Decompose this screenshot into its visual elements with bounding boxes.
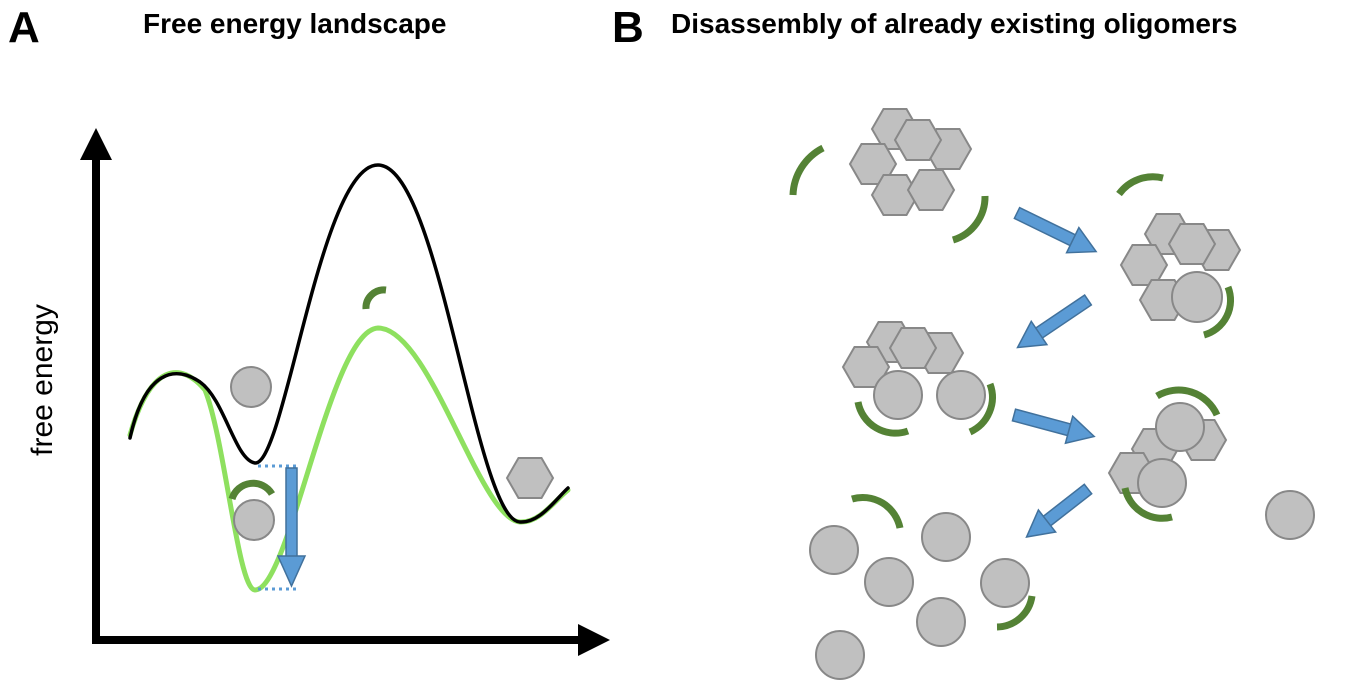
- monomer-circle: [864, 557, 914, 607]
- process-arrow: [1013, 206, 1098, 254]
- oligomer-hexagon: [506, 457, 554, 499]
- free-monomers: [809, 493, 1036, 680]
- monomer-circle: [233, 499, 275, 541]
- monomer-circle: [1265, 490, 1315, 540]
- chaperone-arc: [996, 595, 1036, 631]
- process-arrow: [1016, 293, 1093, 349]
- panel-a-letter: A: [8, 3, 40, 52]
- monomer-circle: [936, 370, 986, 420]
- panel-b-title: Disassembly of already existing oligomer…: [671, 8, 1237, 39]
- panel-b: B Disassembly of already existing oligom…: [612, 3, 1315, 680]
- panel-a-title: Free energy landscape: [143, 8, 446, 39]
- monomer-circle: [1171, 271, 1223, 323]
- chaperone-arc: [789, 144, 825, 196]
- oligomer-cluster-4: [1108, 386, 1227, 522]
- chaperone-arc: [854, 401, 910, 437]
- oligomer-cluster-1: [789, 108, 989, 244]
- monomer-circle: [809, 525, 859, 575]
- chaperone-arc: [1121, 487, 1173, 522]
- energy-drop-arrow: [276, 467, 307, 588]
- y-axis-label: free energy: [26, 304, 59, 456]
- monomer-circle: [230, 366, 272, 408]
- y-axis-arrowhead: [80, 128, 112, 160]
- monomer-circle: [1155, 402, 1205, 452]
- chaperone-arc: [851, 493, 904, 529]
- monomer-circle: [873, 370, 923, 420]
- monomer-circle: [921, 512, 971, 562]
- chaperone-arc: [968, 382, 996, 436]
- monomer-circle: [980, 558, 1030, 608]
- chaperone-arc: [951, 195, 989, 244]
- process-arrow: [1011, 408, 1096, 445]
- black-energy-curve: [128, 163, 570, 524]
- x-axis-arrowhead: [578, 624, 610, 656]
- panel-b-letter: B: [612, 3, 644, 52]
- axes: [80, 128, 610, 656]
- panel-a: A Free energy landscape free energy: [8, 3, 610, 656]
- oligomer-cluster-2: [1116, 173, 1241, 339]
- chaperone-arc: [1116, 173, 1164, 197]
- green-energy-curve: [127, 325, 571, 593]
- chaperone-arc: [228, 479, 276, 501]
- process-arrow: [1025, 483, 1093, 538]
- monomer-circle: [916, 597, 966, 647]
- chaperone-arc: [1155, 386, 1221, 417]
- chaperone-arc: [362, 286, 387, 310]
- oligomer-cluster-3: [842, 321, 996, 437]
- chaperone-arc: [1202, 285, 1235, 339]
- monomer-circle: [815, 630, 865, 680]
- monomer-circle: [1137, 458, 1187, 508]
